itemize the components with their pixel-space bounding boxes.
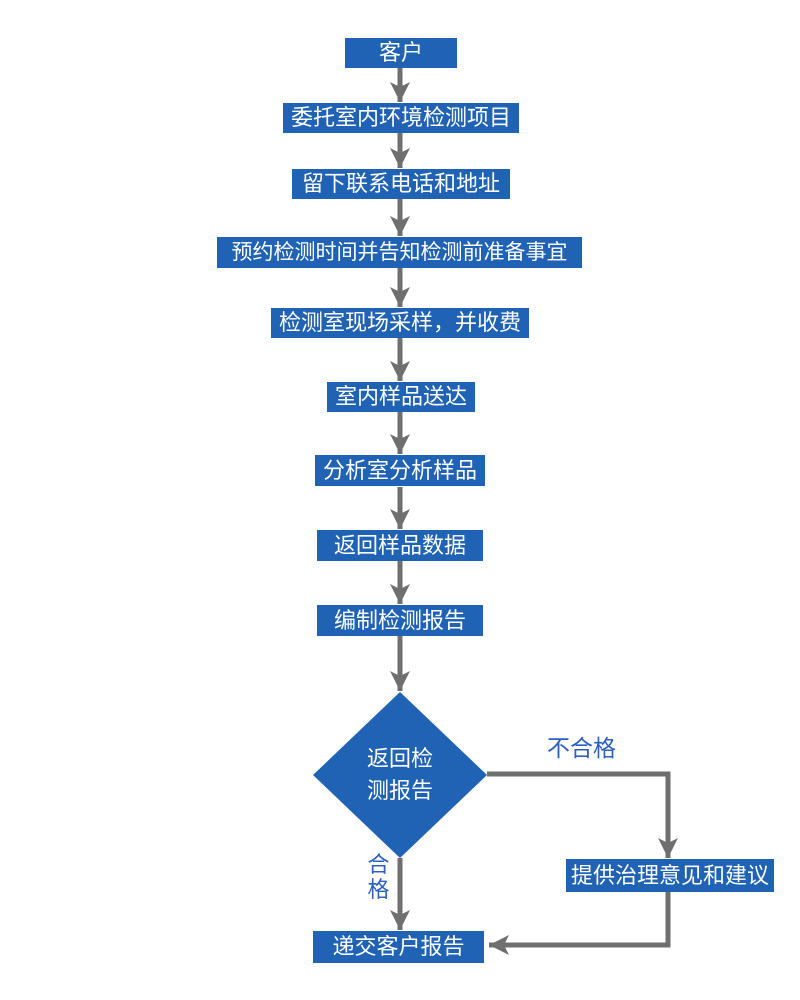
decision-label: 返回检 测报告 (355, 743, 445, 807)
node-customer: 客户 (345, 38, 457, 68)
edge-label-pass: 合格 (367, 852, 390, 902)
node-compile-report: 编制检测报告 (317, 605, 483, 636)
node-sample-delivery: 室内样品送达 (327, 382, 475, 412)
node-treatment-advice: 提供治理意见和建议 (566, 859, 774, 892)
node-appointment: 预约检测时间并告知检测前准备事宜 (217, 237, 582, 268)
node-return-sample-data: 返回样品数据 (317, 530, 483, 561)
node-entrust-project: 委托室内环境检测项目 (283, 103, 519, 133)
node-submit-report: 递交客户报告 (313, 931, 484, 963)
edge-treatment-submit (489, 892, 671, 955)
node-onsite-sampling: 检测室现场采样，并收费 (271, 308, 529, 338)
decision-label-line2: 测报告 (366, 778, 433, 803)
decision-label-line1: 返回检 (366, 746, 433, 771)
edge-decision-treatment-fail (487, 771, 678, 858)
node-analyze-sample: 分析室分析样品 (315, 455, 485, 486)
edge-label-fail: 不合格 (547, 735, 616, 761)
node-leave-contact: 留下联系电话和地址 (292, 169, 510, 199)
decision-diamond (313, 692, 487, 858)
